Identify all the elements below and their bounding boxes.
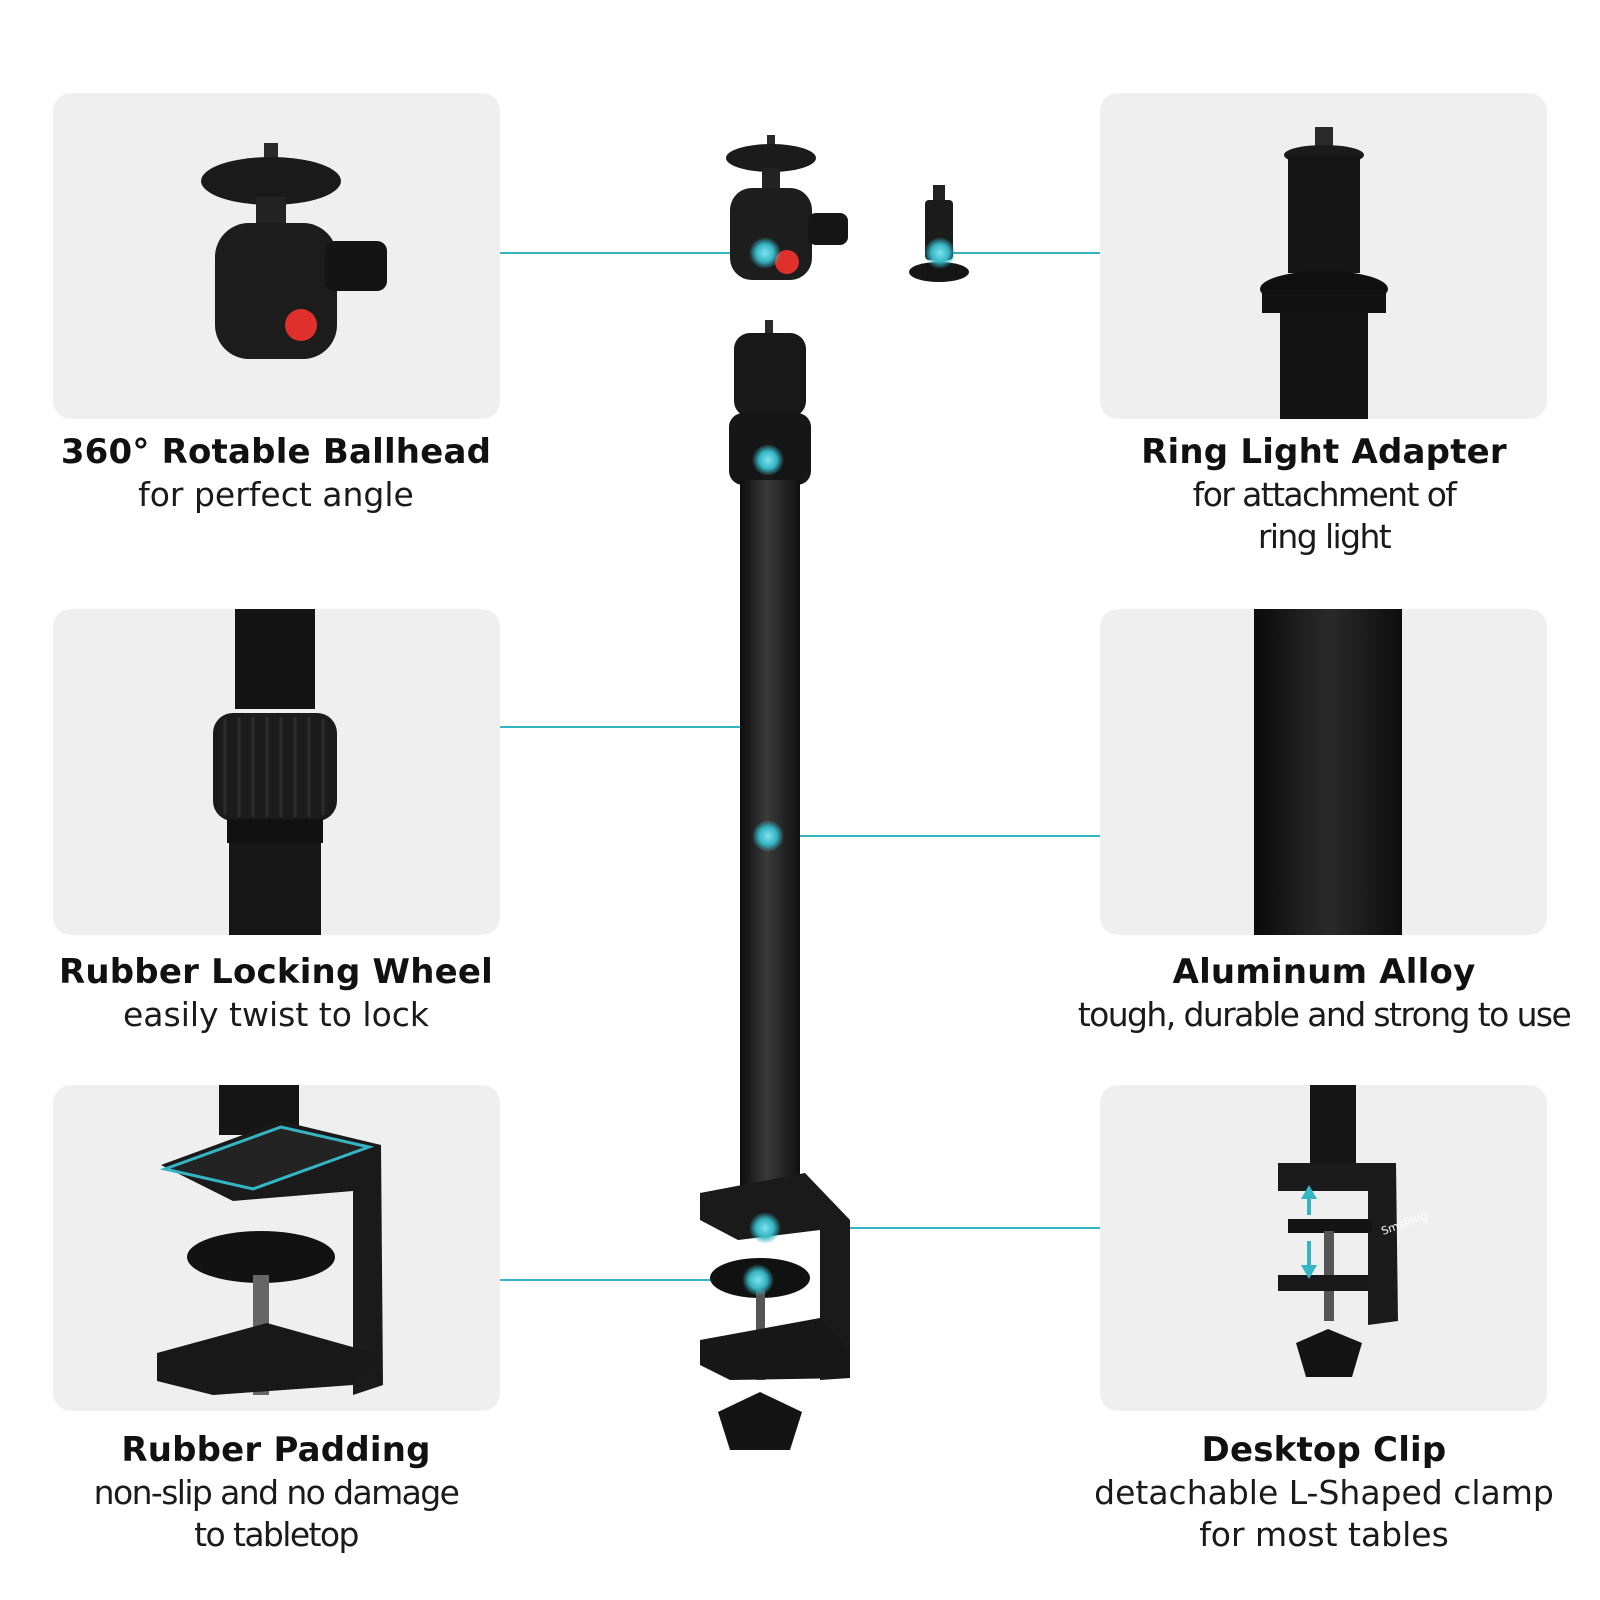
desktop-clip-panel: SmallRig xyxy=(1100,1085,1547,1411)
ballhead-image xyxy=(201,143,387,359)
locking-wheel-title: Rubber Locking Wheel xyxy=(58,952,494,992)
rubber-padding-subtitle-line-1: non-slip and no damage xyxy=(93,1473,460,1512)
aluminum-alloy-title: Aluminum Alloy xyxy=(1172,952,1476,992)
rubber-padding-caption: Rubber Padding non-slip and no damage to… xyxy=(16,1428,536,1556)
callout-line-locking-wheel xyxy=(500,460,769,728)
rubber-padding-title: Rubber Padding xyxy=(121,1430,431,1470)
ballhead-caption: 360° Rotable Ballhead for perfect angle xyxy=(16,430,536,516)
center-ballhead xyxy=(726,135,848,280)
desktop-clip-subtitle-line-2: for most tables xyxy=(1199,1515,1449,1554)
desktop-clip-image: SmallRig xyxy=(1278,1085,1429,1377)
ring-light-adapter-subtitle-line-2: ring light xyxy=(1257,517,1392,556)
center-clamp xyxy=(700,1173,850,1450)
aluminum-alloy-subtitle: tough, durable and strong to use xyxy=(1077,995,1572,1034)
ring-light-adapter-caption: Ring Light Adapter for attachment of rin… xyxy=(1064,430,1584,558)
callout-dots xyxy=(742,237,956,1296)
aluminum-alloy-image xyxy=(1254,609,1402,935)
callout-lines xyxy=(500,252,1100,1281)
ring-light-adapter-subtitle-line-1: for attachment of xyxy=(1192,475,1457,514)
ring-light-adapter-title: Ring Light Adapter xyxy=(1141,432,1507,472)
locking-wheel-caption: Rubber Locking Wheel easily twist to loc… xyxy=(16,950,536,1036)
aluminum-alloy-panel xyxy=(1100,609,1547,935)
ring-light-adapter-panel xyxy=(1100,93,1547,419)
ballhead-panel xyxy=(53,93,500,419)
aluminum-alloy-caption: Aluminum Alloy tough, durable and strong… xyxy=(1064,950,1584,1036)
center-pole xyxy=(729,320,811,1200)
rubber-padding-panel xyxy=(53,1085,500,1411)
desktop-clip-caption: Desktop Clip detachable L-Shaped clamp f… xyxy=(1064,1428,1584,1556)
desktop-clip-subtitle-line-1: detachable L-Shaped clamp xyxy=(1094,1473,1554,1512)
locking-wheel-panel xyxy=(53,609,500,935)
locking-wheel-image xyxy=(213,609,337,935)
locking-wheel-subtitle: easily twist to lock xyxy=(122,995,430,1034)
rubber-padding-image xyxy=(157,1085,383,1395)
ballhead-subtitle: for perfect angle xyxy=(138,475,414,514)
ballhead-title: 360° Rotable Ballhead xyxy=(60,432,492,472)
ring-light-adapter-image xyxy=(1260,127,1388,419)
rubber-padding-subtitle-line-2: to tabletop xyxy=(194,1515,359,1554)
center-ring-light-adapter xyxy=(909,185,969,282)
desktop-clip-title: Desktop Clip xyxy=(1201,1430,1447,1470)
